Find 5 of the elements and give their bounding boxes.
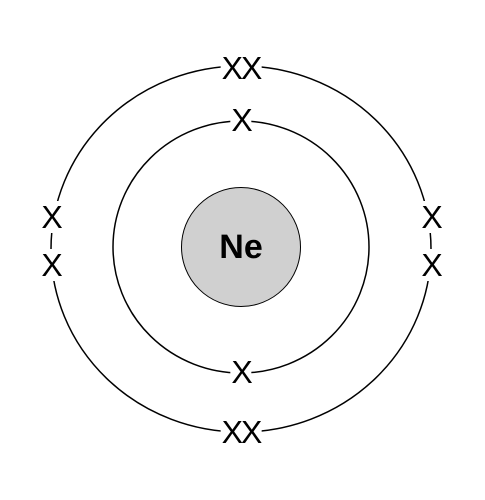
element-symbol: Ne [219,228,263,266]
electron-mark: X [40,201,62,233]
electron-mark: X [420,249,442,281]
electron-mark: X [420,201,442,233]
electron-mark: X [40,249,62,281]
